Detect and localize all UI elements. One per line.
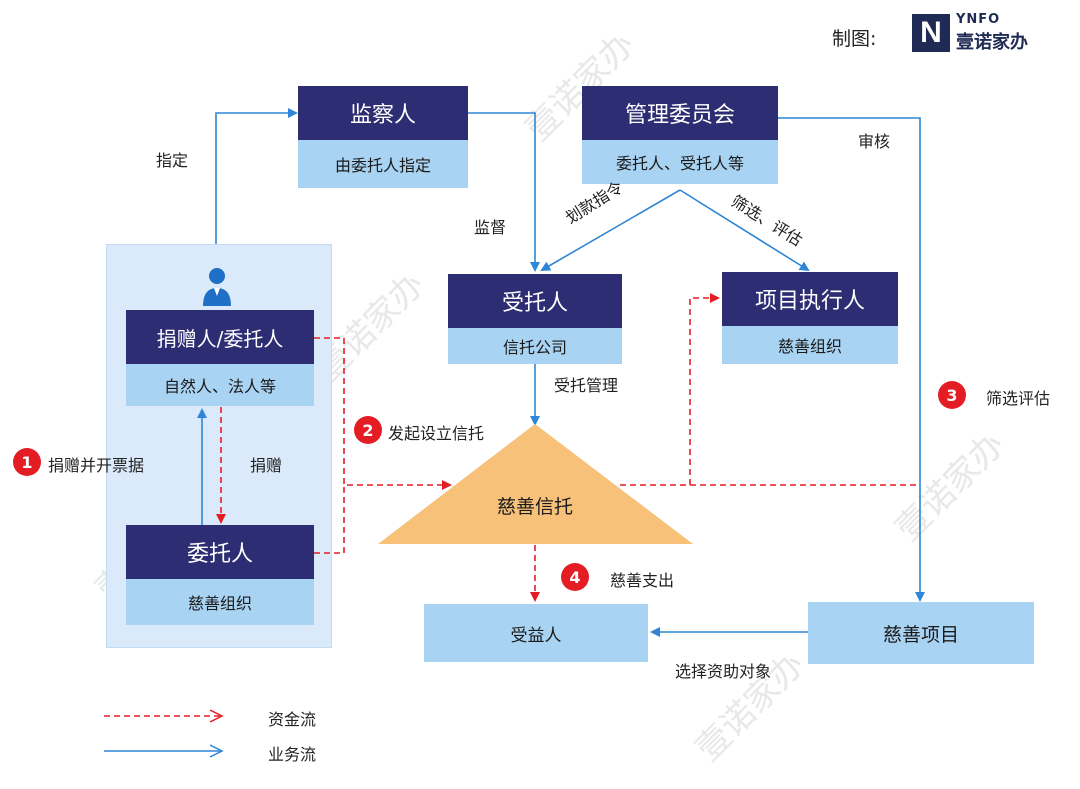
donor-title: 捐赠人/委托人 [126, 310, 314, 364]
logo: N YNFO 壹诺家办 [912, 12, 1062, 56]
step-badge-2: 2 [354, 416, 382, 444]
executor-subtitle: 慈善组织 [722, 326, 898, 364]
logo-text-en: YNFO [956, 12, 1001, 27]
trustee-subtitle: 信托公司 [448, 328, 622, 364]
flow-screen-evaluate [679, 189, 810, 272]
committee-subtitle: 委托人、受托人等 [582, 140, 778, 184]
step-badge-4: 4 [561, 563, 589, 591]
label-select-recipients: 选择资助对象 [675, 662, 772, 681]
step-label-4: 慈善支出 [610, 571, 675, 590]
trustee-title: 受托人 [448, 274, 622, 328]
flow-appoint [215, 108, 298, 244]
flow-transfer-instruction [540, 189, 681, 272]
label-review: 审核 [858, 132, 891, 151]
step-badge-1: 1 [13, 448, 41, 476]
flow-trust-to-executor [620, 293, 720, 486]
flow-settlor-to-trust [314, 485, 345, 554]
beneficiary-box: 受益人 [424, 604, 648, 662]
label-donate: 捐赠 [250, 456, 283, 475]
project-box: 慈善项目 [808, 602, 1034, 664]
trust-label: 慈善信托 [496, 496, 573, 518]
label-trust-management: 受托管理 [554, 376, 619, 395]
settlor-subtitle: 慈善组织 [126, 579, 314, 625]
label-supervise: 监督 [474, 218, 507, 237]
legend-fund-flow: 资金流 [268, 710, 317, 729]
label-appoint: 指定 [156, 151, 189, 170]
flow-review [778, 117, 925, 602]
step-badge-3: 3 [938, 381, 966, 409]
settlor-title: 委托人 [126, 525, 314, 579]
person-icon [201, 266, 233, 306]
step-label-2: 发起设立信托 [388, 424, 485, 443]
logo-icon: N [912, 14, 950, 52]
supervisor-title: 监察人 [298, 86, 468, 140]
step-label-1: 捐赠并开票据 [48, 456, 145, 475]
flow-supervise [468, 112, 540, 272]
made-by-label: 制图: [832, 28, 877, 50]
flow-donor-to-trust [314, 337, 452, 490]
supervisor-subtitle: 由委托人指定 [298, 140, 468, 188]
step-label-3: 筛选评估 [986, 389, 1051, 408]
logo-text-cn: 壹诺家办 [956, 32, 1028, 53]
legend-business-flow: 业务流 [268, 745, 317, 764]
donor-subtitle: 自然人、法人等 [126, 364, 314, 406]
trust-triangle [378, 424, 693, 544]
committee-title: 管理委员会 [582, 86, 778, 140]
executor-title: 项目执行人 [722, 272, 898, 326]
